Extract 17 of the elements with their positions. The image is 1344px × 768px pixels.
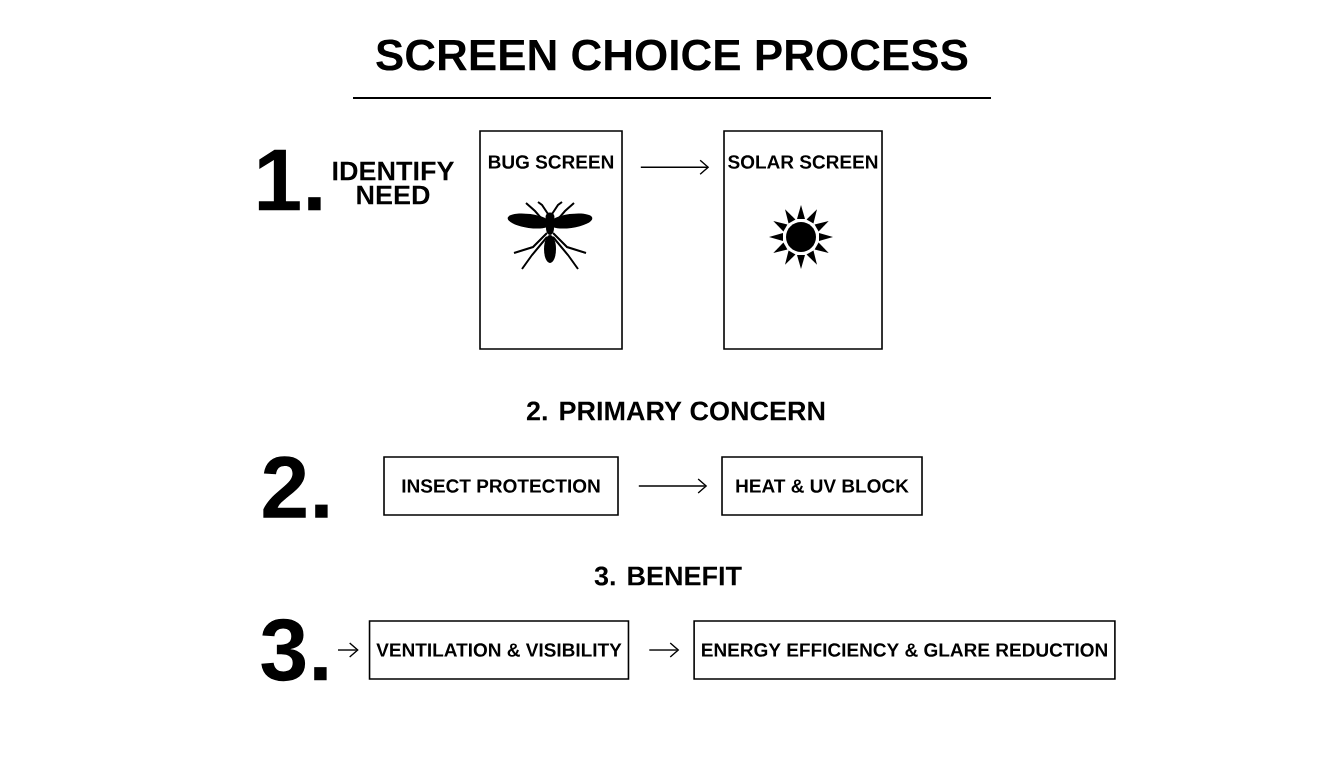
step-number: 3. [261, 618, 327, 682]
step-number: 1. [258, 149, 321, 211]
arrow [648, 642, 680, 658]
arrow [337, 642, 359, 658]
section-heading: 2. PRIMARY CONCERN [526, 401, 825, 421]
arrow [640, 159, 710, 175]
step-number: 2. [263, 456, 328, 518]
arrow [638, 478, 708, 494]
screen-card: SOLAR SCREEN [723, 130, 883, 350]
step-label: IDENTIFY NEED [333, 161, 455, 205]
process-box: VENTILATION & VISIBILITY [368, 620, 630, 680]
process-box: ENERGY EFFICIENCY & GLARE REDUCTION [693, 620, 1116, 680]
process-box: INSECT PROTECTION [383, 456, 619, 516]
process-box: HEAT & UV BLOCK [721, 456, 923, 516]
screen-card: BUG SCREEN [479, 130, 623, 350]
title: SCREEN CHOICE PROCESS [376, 39, 968, 71]
section-heading: 3. BENEFIT [594, 566, 742, 586]
